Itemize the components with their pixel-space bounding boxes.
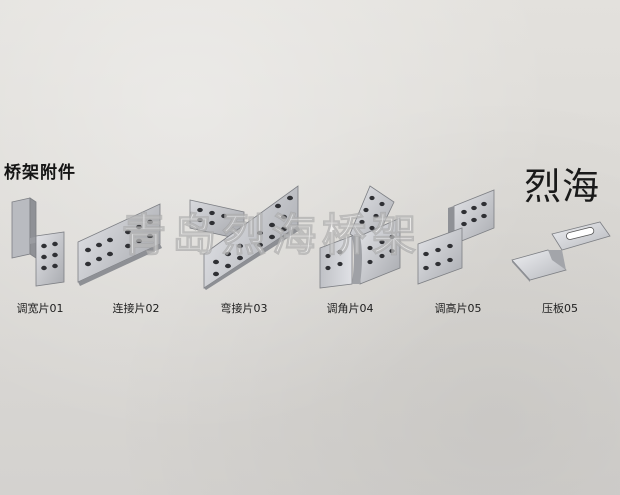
part-straight-connection-plate [74,198,166,288]
bend-connection-plate-icon [189,185,300,290]
pressing-plate-icon [511,221,611,282]
height-adjust-plate-icon [417,189,495,285]
part-label: 调角片04 [326,302,374,315]
part-adjustable-width-plate [8,196,70,288]
part-height-adjust-plate [414,188,502,286]
part-label: 连接片02 [112,302,160,315]
part-label: 压板05 [542,302,578,315]
part-label: 调宽片01 [16,302,64,315]
part-bend-connection-plate [186,184,304,290]
brand-logo-text: 烈海 [524,165,600,208]
part-label: 弯接片03 [220,302,268,315]
adjustable-width-plate-icon [11,197,65,287]
part-pressing-plate [508,220,612,282]
part-label: 调高片05 [434,302,482,315]
part-angle-adjust-plate [316,184,406,290]
straight-connection-plate-icon [77,203,162,286]
angle-adjust-plate-icon [319,185,401,289]
section-title: 桥架附件 [4,163,76,183]
